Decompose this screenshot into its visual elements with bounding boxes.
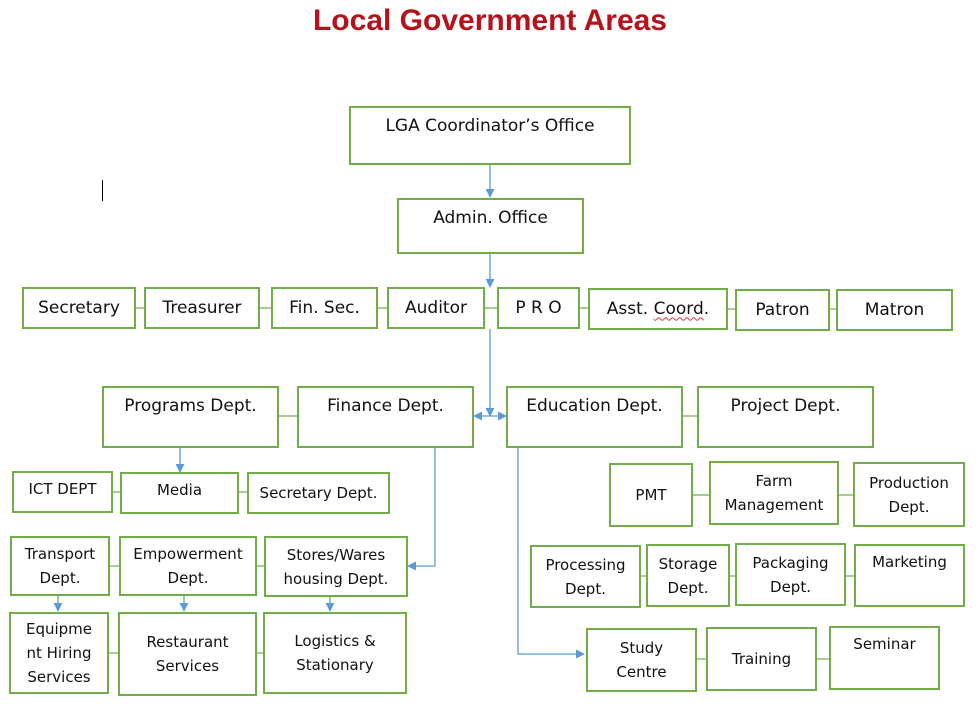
- text-cursor: [102, 180, 103, 201]
- farm-management-label: Farm Management: [724, 472, 824, 514]
- packaging-dept-box[interactable]: Packaging Dept.: [735, 543, 846, 606]
- storage-dept-label: Storage Dept.: [658, 554, 718, 597]
- production-dept-box[interactable]: Production Dept.: [853, 462, 965, 527]
- study-centre-label: Study Centre: [616, 639, 667, 681]
- stores-warehousing-dept-box[interactable]: Stores/Wares housing Dept.: [264, 536, 408, 597]
- asst-coord-label: Asst. Coord.: [607, 297, 709, 322]
- finance-dept-label: Finance Dept.: [327, 396, 444, 416]
- training-box[interactable]: Training: [706, 627, 817, 691]
- seminar-box[interactable]: Seminar: [829, 626, 940, 690]
- education-dept-label: Education Dept.: [526, 396, 663, 416]
- farm-management-box[interactable]: Farm Management: [709, 461, 839, 525]
- media-label: Media: [156, 481, 203, 499]
- auditor-box[interactable]: Auditor: [387, 287, 485, 329]
- finance-dept-box[interactable]: Finance Dept.: [297, 386, 474, 448]
- ict-dept-box[interactable]: ICT DEPT: [12, 471, 113, 513]
- media-box[interactable]: Media: [120, 472, 239, 514]
- transport-dept-box[interactable]: Transport Dept.: [10, 536, 110, 596]
- project-dept-label: Project Dept.: [730, 396, 841, 416]
- pro-label: P R O: [515, 297, 562, 318]
- equipment-hiring-label: Equipme nt Hiring Services: [25, 620, 93, 686]
- storage-dept-box[interactable]: Storage Dept.: [646, 544, 730, 607]
- project-dept-box[interactable]: Project Dept.: [697, 386, 874, 448]
- fin-sec-label: Fin. Sec.: [289, 297, 360, 318]
- pmt-box[interactable]: PMT: [609, 463, 693, 527]
- asst-coord-prefix: Asst.: [606, 298, 654, 319]
- seminar-label: Seminar: [853, 635, 916, 653]
- patron-label: Patron: [755, 299, 810, 320]
- asst-coord-suffix: .: [703, 298, 710, 319]
- admin-office-label: Admin. Office: [433, 208, 548, 228]
- lga-coordinator-office-box[interactable]: LGA Coordinator’s Office: [349, 106, 631, 165]
- pro-box[interactable]: P R O: [497, 287, 580, 329]
- matron-box[interactable]: Matron: [836, 289, 953, 331]
- transport-dept-label: Transport Dept.: [24, 545, 96, 587]
- programs-dept-label: Programs Dept.: [124, 396, 257, 416]
- pmt-label: PMT: [635, 486, 667, 504]
- admin-office-box[interactable]: Admin. Office: [397, 198, 584, 254]
- processing-dept-box[interactable]: Processing Dept.: [530, 545, 641, 608]
- programs-dept-box[interactable]: Programs Dept.: [102, 386, 279, 448]
- auditor-label: Auditor: [405, 297, 467, 318]
- treasurer-box[interactable]: Treasurer: [144, 287, 260, 329]
- asst-coord-box[interactable]: Asst. Coord.: [588, 288, 728, 330]
- restaurant-services-label: Restaurant Services: [146, 633, 229, 675]
- diagram-title: Local Government Areas: [312, 4, 667, 37]
- patron-box[interactable]: Patron: [735, 289, 830, 331]
- restaurant-services-box[interactable]: Restaurant Services: [118, 612, 257, 696]
- equipment-hiring-box[interactable]: Equipme nt Hiring Services: [9, 612, 109, 694]
- empowerment-dept-label: Empowerment Dept.: [133, 545, 243, 587]
- secretary-box[interactable]: Secretary: [22, 287, 136, 329]
- connector-education-study: [517, 448, 585, 659]
- secretary-dept-label: Secretary Dept.: [259, 484, 378, 502]
- lga-coordinator-office-label: LGA Coordinator’s Office: [385, 116, 595, 136]
- marketing-box[interactable]: Marketing: [854, 544, 965, 607]
- education-dept-box[interactable]: Education Dept.: [506, 386, 683, 448]
- stores-warehousing-dept-label: Stores/Wares housing Dept.: [283, 545, 389, 588]
- logistics-stationary-box[interactable]: Logistics & Stationary: [263, 612, 407, 694]
- fin-sec-box[interactable]: Fin. Sec.: [271, 287, 378, 329]
- connector-finance-stores: [407, 448, 436, 571]
- marketing-label: Marketing: [872, 553, 947, 571]
- logistics-stationary-label: Logistics & Stationary: [294, 632, 376, 674]
- secretary-dept-box[interactable]: Secretary Dept.: [247, 472, 390, 514]
- training-label: Training: [731, 650, 792, 668]
- treasurer-label: Treasurer: [162, 297, 242, 318]
- matron-label: Matron: [864, 299, 925, 320]
- study-centre-box[interactable]: Study Centre: [586, 628, 697, 692]
- empowerment-dept-box[interactable]: Empowerment Dept.: [119, 536, 257, 596]
- ict-dept-label: ICT DEPT: [28, 480, 97, 498]
- packaging-dept-label: Packaging Dept.: [752, 553, 829, 596]
- asst-coord-word: Coord: [653, 298, 704, 319]
- processing-dept-label: Processing Dept.: [545, 555, 626, 598]
- production-dept-label: Production Dept.: [869, 473, 949, 516]
- secretary-label: Secretary: [38, 297, 120, 318]
